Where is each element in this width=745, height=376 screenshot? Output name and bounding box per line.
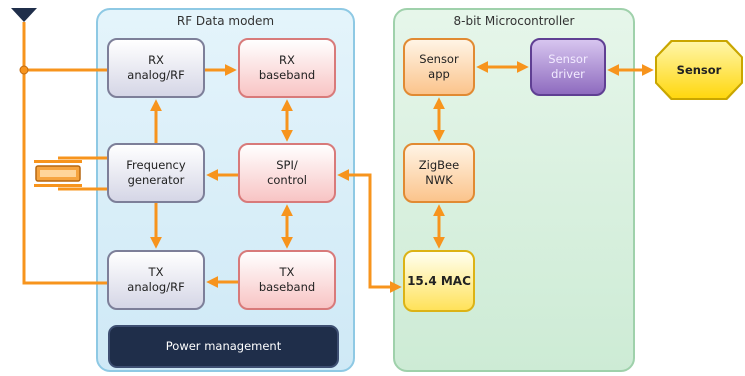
junction-dot: [19, 65, 29, 75]
zigbee-nwk-block: ZigBee NWK: [403, 143, 475, 203]
sensor-driver-block: Sensor driver: [530, 38, 606, 96]
tx-baseband-block: TX baseband: [238, 250, 336, 310]
rx-analog-rf-block: RX analog/RF: [107, 38, 205, 98]
spi-mac-link: [337, 169, 402, 293]
mac-block: 15.4 MAC: [403, 250, 475, 312]
antenna-icon: [11, 8, 37, 22]
antenna-feed-line: [22, 22, 107, 285]
power-management-block: Power management: [108, 325, 339, 368]
tx-analog-rf-block: TX analog/RF: [107, 250, 205, 310]
crystal-oscillator-icon: [34, 160, 82, 187]
mcu-panel-title: 8-bit Microcontroller: [453, 14, 575, 28]
spi-control-block: SPI/ control: [238, 143, 336, 203]
frequency-generator-block: Frequency generator: [107, 143, 205, 203]
sensor-block: Sensor: [657, 42, 741, 98]
rx-baseband-block: RX baseband: [238, 38, 336, 98]
sensor-app-block: Sensor app: [403, 38, 475, 96]
rf-panel-title: RF Data modem: [176, 14, 275, 28]
